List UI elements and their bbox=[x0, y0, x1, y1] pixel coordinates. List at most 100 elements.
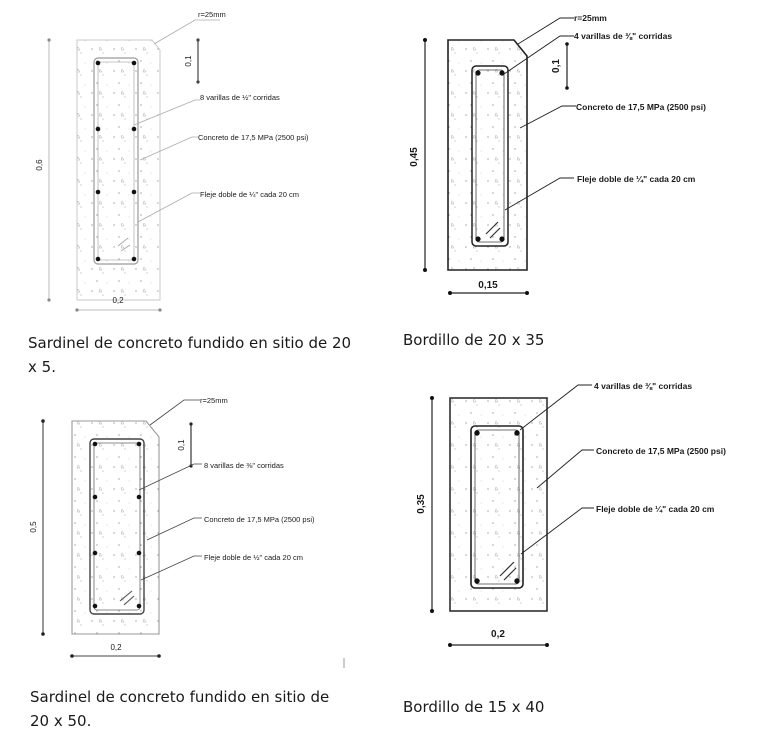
dim-tick bbox=[448, 291, 452, 295]
label-stirrup: Fleje doble de ½" cada 20 cm bbox=[204, 553, 303, 562]
leader-stirrup bbox=[520, 507, 594, 555]
concrete-outline bbox=[449, 397, 548, 612]
rebar-dot bbox=[131, 126, 137, 132]
dim-height-label: 0,5 bbox=[29, 521, 38, 533]
rebar-dot bbox=[514, 430, 520, 436]
leader-bars bbox=[519, 384, 592, 431]
leader-radius bbox=[149, 399, 200, 426]
dim-tick bbox=[41, 419, 45, 423]
leader-bars bbox=[503, 35, 574, 75]
stirrup-outer bbox=[89, 438, 145, 615]
leader-bars bbox=[133, 99, 200, 126]
leader-radius bbox=[153, 19, 220, 45]
dim-tick bbox=[196, 38, 200, 42]
leader-stirrup bbox=[504, 177, 574, 211]
caption-bordillo-20x35: Bordillo de 20 x 35 bbox=[403, 331, 545, 349]
concrete-outline bbox=[447, 39, 528, 271]
label-radius: r=25mm bbox=[200, 396, 228, 405]
rebar-dot bbox=[92, 441, 98, 447]
dim-tick bbox=[448, 643, 452, 647]
stirrup-hook bbox=[117, 237, 131, 252]
rebar-dot bbox=[136, 494, 142, 500]
leader-stirrup bbox=[137, 192, 200, 223]
dim-width-label: 0,2 bbox=[112, 296, 124, 305]
stirrup-inner bbox=[93, 442, 141, 611]
leader-concrete bbox=[146, 517, 202, 541]
dim-height-label: 0,45 bbox=[409, 147, 420, 167]
dim-width-label: 0,2 bbox=[110, 643, 122, 652]
dim-tick bbox=[47, 38, 51, 42]
dim-height-label: 0,35 bbox=[416, 494, 427, 514]
dim-tick bbox=[565, 86, 569, 90]
concrete-outline bbox=[71, 420, 160, 635]
dim-tick bbox=[430, 609, 434, 613]
label-bars: 4 varillas de ⅜" corridas bbox=[594, 381, 692, 391]
stirrup-hook bbox=[485, 221, 501, 239]
dim-top-label: 0,1 bbox=[551, 59, 562, 73]
rebar-dot bbox=[92, 603, 98, 609]
rebar-dot bbox=[475, 236, 481, 242]
rebar-dot bbox=[136, 603, 142, 609]
dim-width-label: 0,15 bbox=[478, 280, 498, 291]
concrete-outline bbox=[76, 39, 161, 301]
rebar-dot bbox=[475, 70, 481, 76]
leader-bars bbox=[138, 463, 202, 491]
dim-tick bbox=[70, 654, 74, 658]
caption-bordillo-15x40: Bordillo de 15 x 40 bbox=[403, 698, 545, 716]
dim-tick bbox=[525, 291, 529, 295]
label-stirrup: Fleje doble de ¼" cada 20 cm bbox=[577, 174, 696, 184]
rebar-dot bbox=[131, 189, 137, 195]
section-bordillo-20x35: 0,45 0,15 0,1 r=25mm 4 varillas de ⅜" co… bbox=[409, 13, 706, 295]
label-stirrup: Fleje doble de ¼" cada 20 cm bbox=[200, 190, 299, 199]
caption-sardinel-20x50: Sardinel de concreto fundido en sitio de… bbox=[30, 688, 330, 730]
rebar-dot bbox=[136, 550, 142, 556]
dim-tick bbox=[423, 38, 427, 42]
stirrup-outer bbox=[93, 57, 139, 265]
label-concrete: Concreto de 17,5 MPa (2500 psi) bbox=[198, 133, 309, 142]
stirrup-hook bbox=[119, 590, 135, 606]
dim-tick bbox=[41, 632, 45, 636]
label-concrete: Concreto de 17,5 MPa (2500 psi) bbox=[204, 515, 315, 524]
stirrup-inner bbox=[475, 69, 505, 243]
dim-tick bbox=[196, 80, 200, 84]
stirrup-outer bbox=[471, 65, 509, 247]
section-bordillo-15x40: 0,35 0,2 4 varillas de ⅜" corridas Concr… bbox=[416, 381, 726, 647]
rebar-dot bbox=[131, 60, 137, 66]
dim-tick bbox=[545, 643, 549, 647]
label-concrete: Concreto de 17,5 MPa (2500 psi) bbox=[576, 102, 706, 112]
rebar-dot bbox=[499, 70, 505, 76]
rebar-dot bbox=[95, 189, 101, 195]
label-radius: r=25mm bbox=[574, 13, 607, 23]
label-bars: 8 varillas de ½" corridas bbox=[200, 93, 280, 102]
dim-tick bbox=[158, 308, 162, 312]
rebar-dot bbox=[474, 430, 480, 436]
leader-concrete bbox=[519, 105, 576, 129]
rebar-dot bbox=[95, 256, 101, 262]
stirrup-hook bbox=[499, 561, 517, 581]
rebar-dot bbox=[136, 441, 142, 447]
leader-concrete bbox=[536, 449, 594, 489]
rebar-dot bbox=[514, 578, 520, 584]
rebar-dot bbox=[95, 126, 101, 132]
leader-concrete bbox=[139, 136, 198, 161]
dim-tick bbox=[565, 42, 569, 46]
dim-top-label: 0,1 bbox=[177, 439, 186, 451]
caption-sardinel-20x5: Sardinel de concreto fundido en sitio de… bbox=[28, 334, 352, 376]
rebar-dot bbox=[92, 550, 98, 556]
stirrup-inner bbox=[474, 429, 520, 585]
dim-width-label: 0,2 bbox=[491, 629, 505, 640]
section-sardinel-20x50: 0,5 0,2 0,1 r=25mm 8 varillas de ⅜" corr… bbox=[29, 396, 315, 658]
dim-tick bbox=[189, 422, 193, 426]
rebar-dot bbox=[95, 60, 101, 66]
section-sardinel-20x5: 0,6 0,2 0,1 r=25mm 8 varillas de ½" corr… bbox=[35, 10, 309, 312]
dim-height-label: 0,6 bbox=[35, 159, 44, 171]
stirrup-outer bbox=[470, 425, 524, 589]
dim-tick bbox=[47, 298, 51, 302]
label-radius: r=25mm bbox=[198, 10, 226, 19]
label-bars: 8 varillas de ⅜" corridas bbox=[204, 461, 284, 470]
stirrup-inner bbox=[97, 61, 135, 261]
dim-tick bbox=[157, 654, 161, 658]
label-concrete: Concreto de 17,5 MPa (2500 psi) bbox=[596, 446, 726, 456]
label-bars: 4 varillas de ⅜" corridas bbox=[574, 31, 672, 41]
